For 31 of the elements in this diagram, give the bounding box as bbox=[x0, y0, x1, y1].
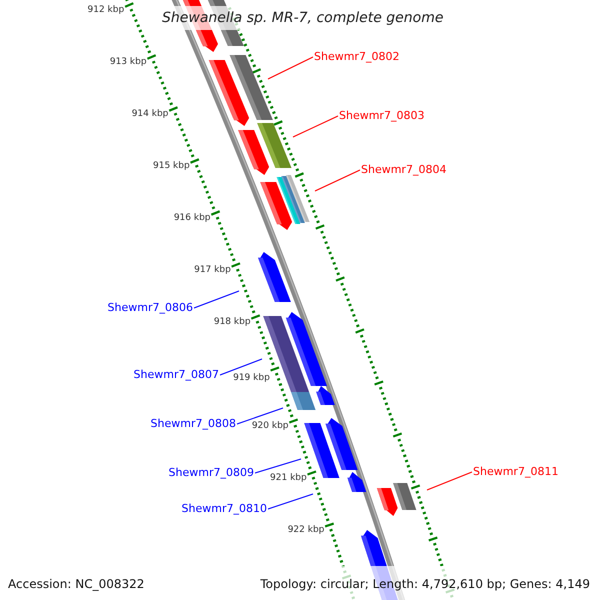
scale-label: 918 kbp bbox=[214, 316, 251, 328]
scale-label: 915 kbp bbox=[153, 160, 190, 172]
leader-line bbox=[194, 290, 240, 308]
leader-line bbox=[314, 170, 360, 192]
leader-line bbox=[268, 56, 314, 80]
gene-label: Shewmr7_0806 bbox=[108, 301, 193, 315]
scale-label: 914 kbp bbox=[132, 108, 168, 120]
scale-label: 920 kbp bbox=[252, 420, 289, 432]
gene-label: Shewmr7_0809 bbox=[168, 466, 254, 480]
scale-label: 913 kbp bbox=[110, 56, 147, 68]
gene-label: Shewmr7_0804 bbox=[361, 163, 446, 177]
leader-line bbox=[220, 358, 262, 376]
leader-line bbox=[254, 458, 302, 474]
leader-line bbox=[268, 494, 314, 510]
gene-label: Shewmr7_0803 bbox=[339, 109, 424, 123]
scale-label: 921 kbp bbox=[270, 472, 307, 484]
gene-label: Shewmr7_0802 bbox=[314, 50, 400, 64]
scale-label: 919 kbp bbox=[233, 372, 270, 384]
scale-label: 912 kbp bbox=[88, 4, 124, 16]
footer-text: Topology: circular; Length: 4,792,610 bp; Genes: 4,149 bbox=[260, 576, 590, 592]
footer-text: Accession: NC_008322 bbox=[8, 576, 144, 592]
gene-label: Shewmr7_0808 bbox=[150, 417, 236, 431]
gene-label: Shewmr7_0807 bbox=[134, 368, 219, 382]
leader-line bbox=[426, 472, 472, 490]
leader-line bbox=[292, 116, 338, 138]
scale-label: 922 kbp bbox=[288, 524, 324, 536]
scale-label: 916 kbp bbox=[174, 212, 211, 224]
gene-label: Shewmr7_0810 bbox=[182, 502, 267, 516]
scale-label: 917 kbp bbox=[194, 264, 231, 276]
leader-line bbox=[236, 408, 284, 424]
gene-label: Shewmr7_0811 bbox=[473, 465, 558, 479]
